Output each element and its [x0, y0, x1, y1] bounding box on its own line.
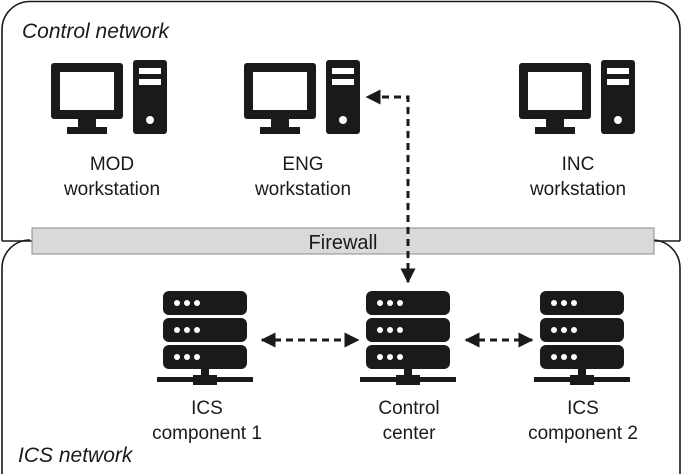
ics-component-2: ICS component 2 — [528, 291, 638, 444]
connection-control-center-to-eng-workstation — [365, 89, 416, 284]
ics-component-1: ICS component 1 — [152, 291, 262, 444]
ics-component-2-label-2: component 2 — [528, 423, 638, 444]
computer-icon — [51, 60, 167, 134]
ics-network-title: ICS network — [18, 444, 134, 467]
eng-workstation-label-1: ENG — [282, 154, 323, 175]
mod-workstation-label-2: workstation — [63, 179, 160, 200]
firewall: Firewall — [2, 227, 680, 255]
server-icon — [157, 291, 253, 385]
computer-icon — [519, 60, 635, 134]
ics-component-1-label-2: component 1 — [152, 423, 262, 444]
control-center-label-1: Control — [378, 398, 439, 419]
inc-workstation: INC workstation — [519, 60, 635, 200]
inc-workstation-label-2: workstation — [529, 179, 626, 200]
firewall-label: Firewall — [309, 232, 378, 254]
server-icon — [360, 291, 456, 385]
control-center-label-2: center — [383, 423, 436, 444]
server-icon — [534, 291, 630, 385]
ics-component-1-label-1: ICS — [191, 398, 223, 419]
control-center: Control center — [360, 291, 456, 444]
ics-component-2-label-1: ICS — [567, 398, 599, 419]
control-network-title: Control network — [22, 20, 171, 43]
eng-workstation-label-2: workstation — [254, 179, 351, 200]
eng-workstation: ENG workstation — [244, 60, 360, 200]
inc-workstation-label-1: INC — [562, 154, 595, 175]
computer-icon — [244, 60, 360, 134]
mod-workstation: MOD workstation — [51, 60, 167, 200]
mod-workstation-label-1: MOD — [90, 154, 134, 175]
control-network-zone — [1, 0, 681, 241]
